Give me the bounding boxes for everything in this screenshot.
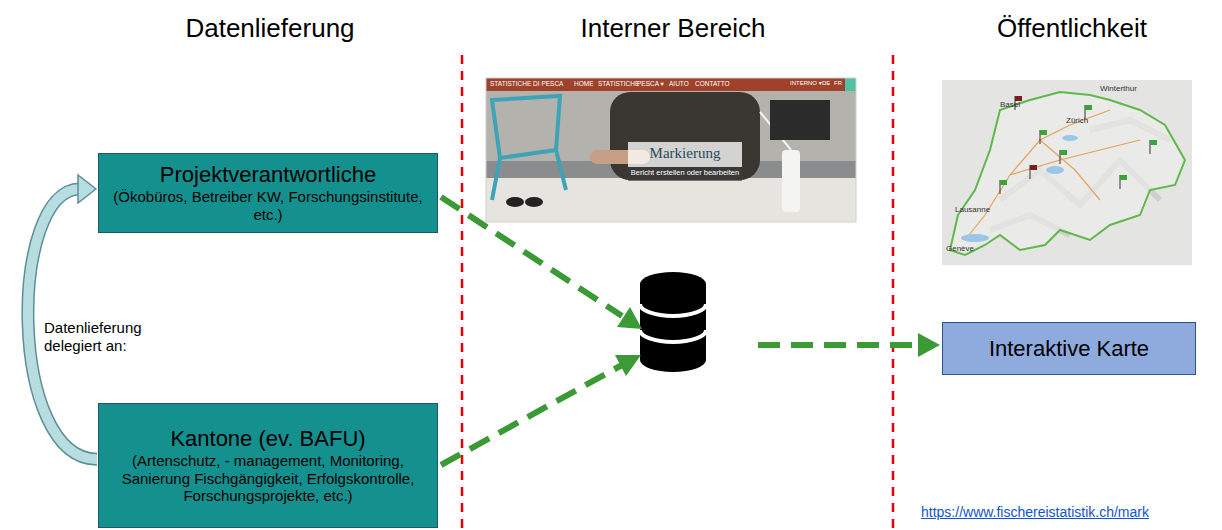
column-heading: Öffentlichkeit: [997, 14, 1147, 44]
column-heading: Datenlieferung: [185, 14, 354, 44]
column-heading: Interner Bereich: [581, 14, 766, 44]
nav-text: DE: [822, 80, 830, 87]
photo-ground: [486, 78, 856, 222]
nav-text: CONTATTO: [695, 80, 730, 87]
flow-arrow: [758, 342, 920, 348]
stakeholder-box: Projektverantwortliche(Ökobüros, Betreib…: [98, 153, 438, 233]
lake: [1046, 166, 1064, 174]
flag: [1040, 130, 1047, 135]
node-heading: Kantone (ev. BAFU): [170, 426, 365, 452]
node-body: (Artenschutz, - management, Monitoring, …: [107, 452, 429, 505]
arrow-head: [78, 175, 96, 203]
map-ground: [942, 80, 1192, 265]
nav-text: STATISTICHE DI PESCA: [490, 80, 563, 87]
city-name: Lausanne: [955, 205, 990, 214]
page-subtitle: Bericht erstellen oder bearbeiten: [631, 169, 739, 178]
city-name: Zürich: [1066, 116, 1088, 125]
arrow-head: [615, 355, 641, 376]
node-heading: Projektverantwortliche: [160, 162, 376, 188]
flag: [1150, 140, 1157, 145]
edge-label: Datenlieferung delegiert an:: [42, 318, 158, 356]
flag: [1060, 150, 1067, 155]
site-flags: [1000, 96, 1157, 194]
database-top: [640, 272, 706, 296]
website-screenshot: [486, 78, 856, 222]
lake: [1062, 135, 1078, 141]
page-title: Markierung: [650, 145, 721, 162]
sunglasses: [506, 197, 524, 207]
arrow-head: [617, 307, 642, 329]
nav-bar: [486, 78, 856, 91]
data-flow-arrows: [441, 197, 940, 465]
subtitle-strip: [628, 167, 742, 181]
node-heading: Interaktive Karte: [989, 336, 1149, 362]
nav-text: STATISTICHE: [598, 80, 639, 87]
flag: [1120, 175, 1127, 180]
nav-text: FR: [834, 80, 842, 87]
switzerland-outline: [950, 92, 1185, 255]
flag: [1000, 180, 1007, 185]
database-bottom: [640, 348, 706, 372]
link-url: https://www.fischereistatistik.ch/mark: [921, 504, 1149, 520]
photo-table: [486, 178, 856, 222]
output-box: Interaktive Karte: [942, 322, 1196, 375]
bottle: [782, 150, 800, 212]
flag: [1030, 165, 1037, 170]
flag: [1085, 105, 1092, 110]
database-icon: [640, 272, 706, 372]
road-lines: [965, 110, 1140, 240]
nav-text: PESCA ▾: [637, 80, 664, 87]
city-name: Basel: [1000, 100, 1020, 109]
map-thumbnail: [942, 80, 1192, 265]
arrow-head: [918, 333, 940, 357]
city-name: Winterthur: [1100, 84, 1137, 93]
person-torso: [610, 92, 760, 180]
city-name: Genève: [946, 244, 974, 253]
separator-line: [892, 55, 895, 530]
nav-text: AIUTO: [669, 80, 689, 87]
chair-legs: [492, 150, 566, 200]
separator-line: [461, 55, 464, 530]
database-ring: [640, 304, 706, 316]
flow-arrow: [441, 365, 622, 465]
database-ring: [640, 330, 706, 342]
nav-text: HOME: [574, 80, 594, 87]
chair-frame: [492, 96, 560, 158]
title-panel: [628, 142, 742, 167]
sunglasses: [525, 197, 543, 207]
stakeholder-box: Kantone (ev. BAFU)(Artenschutz, - manage…: [98, 403, 438, 528]
screenshot-border: [486, 78, 856, 222]
clipboard: [770, 100, 830, 140]
nav-button: [845, 78, 856, 91]
node-body: (Ökobüros, Betreiber KW, Forschungsinsti…: [107, 188, 429, 223]
nav-text: INTERNO ▾: [790, 80, 822, 87]
flow-arrow: [441, 197, 622, 316]
lake: [961, 234, 989, 242]
